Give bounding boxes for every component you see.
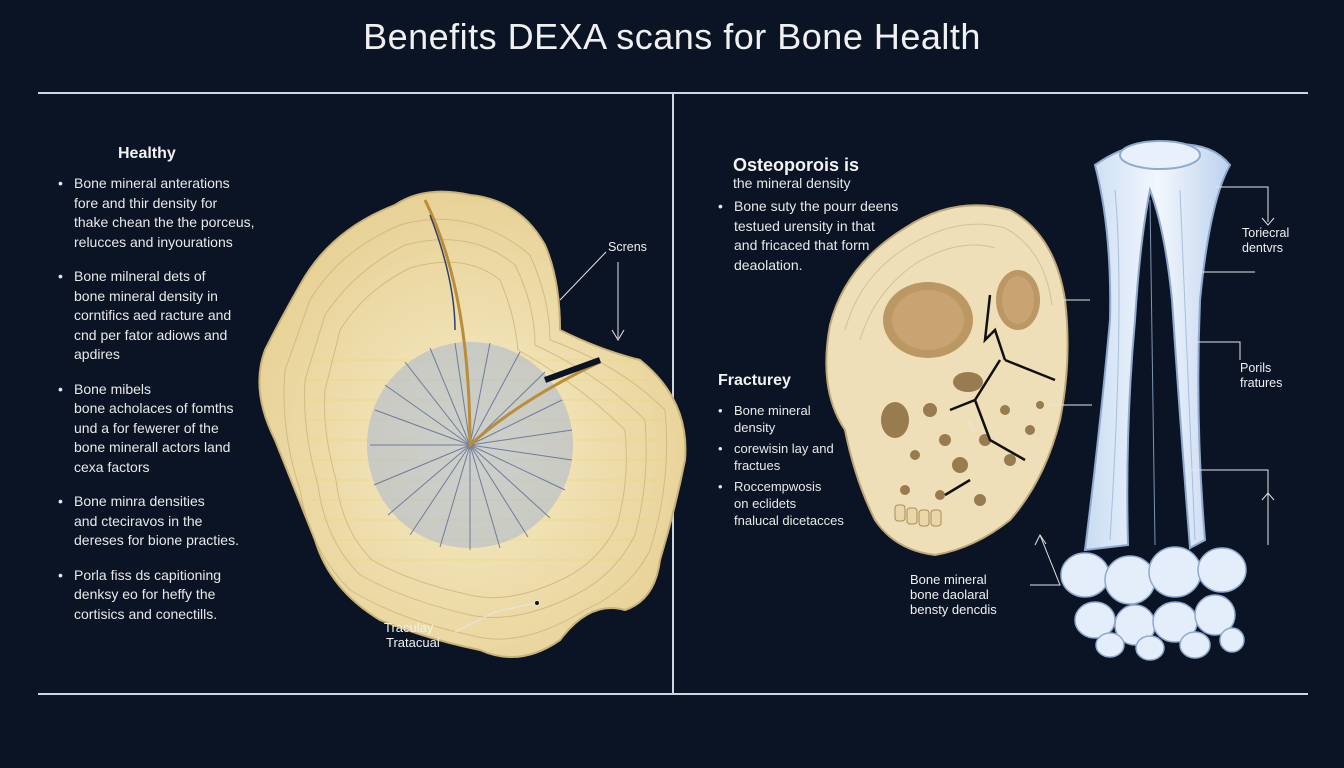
healthy-callout-lines: [454, 251, 625, 633]
long-bone-illustration: [1060, 140, 1247, 661]
osteoporosis-bullet: Bone suty the pourr deens testued urensi…: [712, 197, 912, 275]
trabecular-callout: Traculay Tratacual: [384, 620, 440, 650]
fracture-bullet: corewisin lay and fractues: [712, 440, 892, 474]
bottom-divider: [38, 693, 1308, 695]
cortical-callout: Toriecral dentvrs: [1242, 226, 1290, 255]
right-callout-lines: [967, 186, 1275, 586]
healthy-bullet: Bone mineral anterations fore and thir d…: [52, 174, 302, 252]
fracture-heading: Fracturey: [718, 372, 791, 389]
top-divider: [38, 92, 1308, 94]
healthy-bullet-list: Bone mineral anterations fore and thir d…: [52, 174, 302, 624]
healthy-bullet: Bone milneral dets of bone mineral densi…: [52, 267, 302, 365]
page-title: Benefits DEXA scans for Bone Health: [363, 16, 981, 57]
center-divider: [672, 93, 674, 693]
bone-mineral-density-callout: Bone mineral bone daolaral bensty dencdi…: [910, 572, 997, 617]
osteoporosis-heading: Osteoporois is: [733, 155, 860, 175]
osteoporosis-bullet-list: Bone suty the pourr deens testued urensi…: [712, 197, 912, 275]
healthy-bullet: Bone minra densities and cteciravos in t…: [52, 492, 302, 551]
fracture-bullet: Roccempwosis on eclidets fnalucal diceta…: [712, 478, 892, 529]
healthy-heading: Healthy: [118, 145, 176, 162]
healthy-bone-illustration: [258, 190, 687, 659]
healthy-bullet: Porla fiss ds capitioning denksy eo for …: [52, 566, 302, 625]
fracture-bullet: Bone mineral density: [712, 402, 892, 436]
osteoporosis-subheading: the mineral density: [733, 175, 851, 191]
fracture-bullet-list: Bone mineral density corewisin lay and f…: [712, 402, 892, 529]
porus-fractures-callout: Porils fratures: [1240, 361, 1283, 390]
healthy-bullet: Bone mibels bone acholaces of fomths und…: [52, 380, 302, 478]
screns-callout: Screns: [608, 240, 647, 254]
